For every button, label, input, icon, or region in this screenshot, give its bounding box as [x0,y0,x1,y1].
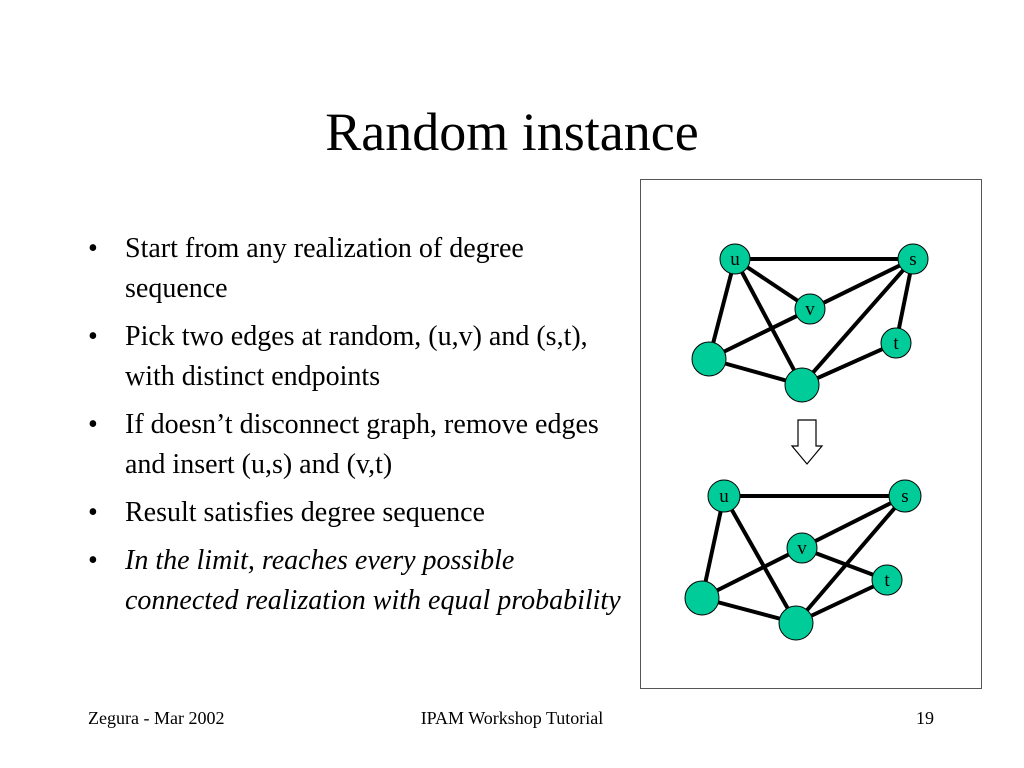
graph-diagram: u s v t u s v t [684,243,929,641]
graph-edge-s-b [794,494,907,625]
graph-node-label: s [901,486,908,507]
graph-node-s [888,479,922,513]
bullet-dot: • [88,497,98,528]
bullet-list: • Start from any realization of degree s… [88,229,633,629]
footer-event: IPAM Workshop Tutorial [420,708,604,728]
bullet-item: • Result satisfies degree sequence [88,493,633,533]
bullet-item: • In the limit, reaches every possible c… [88,541,633,621]
graph-node-u [719,243,751,275]
slide-number: 19 [916,708,934,728]
graph-edge-u-b [733,258,804,386]
bottom-graph: u s v t [684,479,922,641]
graph-node-label: t [884,570,890,591]
graph-node-v [794,293,826,325]
graph-node-u [707,479,741,513]
bullet-item: • Pick two edges at random, (u,v) and (s… [88,317,633,397]
graph-node-label: s [909,249,916,270]
graph-node-label: v [805,299,815,320]
slide-title: Random instance [325,102,699,162]
down-arrow-outline-icon [790,419,824,465]
bullet-dot: • [88,321,98,352]
bullet-item: • Start from any realization of degree s… [88,229,633,309]
bullet-text: In the limit, reaches every possible con… [125,545,621,616]
graph-node [691,341,727,377]
graph-node [778,605,814,641]
top-graph: u s v t [691,243,929,403]
graph-node-label: u [730,249,740,270]
bullet-item: • If doesn’t disconnect graph, remove ed… [88,405,633,485]
graph-node-label: v [797,538,807,559]
footer-author-date: Zegura - Mar 2002 [88,708,225,728]
bullet-dot: • [88,233,98,264]
bullet-text: Result satisfies degree sequence [125,497,485,528]
graph-diagram-panel: u s v t u s v t [640,179,982,689]
graph-node-t [871,564,903,596]
graph-node-label: u [719,486,729,507]
bullet-dot: • [88,409,98,440]
bullet-text: Start from any realization of degree seq… [125,233,524,304]
bullet-text: If doesn’t disconnect graph, remove edge… [125,409,599,480]
graph-node-label: t [893,333,899,354]
bullet-dot: • [88,545,98,576]
bullet-text: Pick two edges at random, (u,v) and (s,t… [125,321,588,392]
graph-node [784,367,820,403]
graph-node-v [786,532,818,564]
graph-edge-u-b [722,495,798,624]
graph-node-t [880,327,912,359]
graph-node-s [897,243,929,275]
graph-node [684,580,720,616]
graph-edge-s-b [800,257,915,387]
